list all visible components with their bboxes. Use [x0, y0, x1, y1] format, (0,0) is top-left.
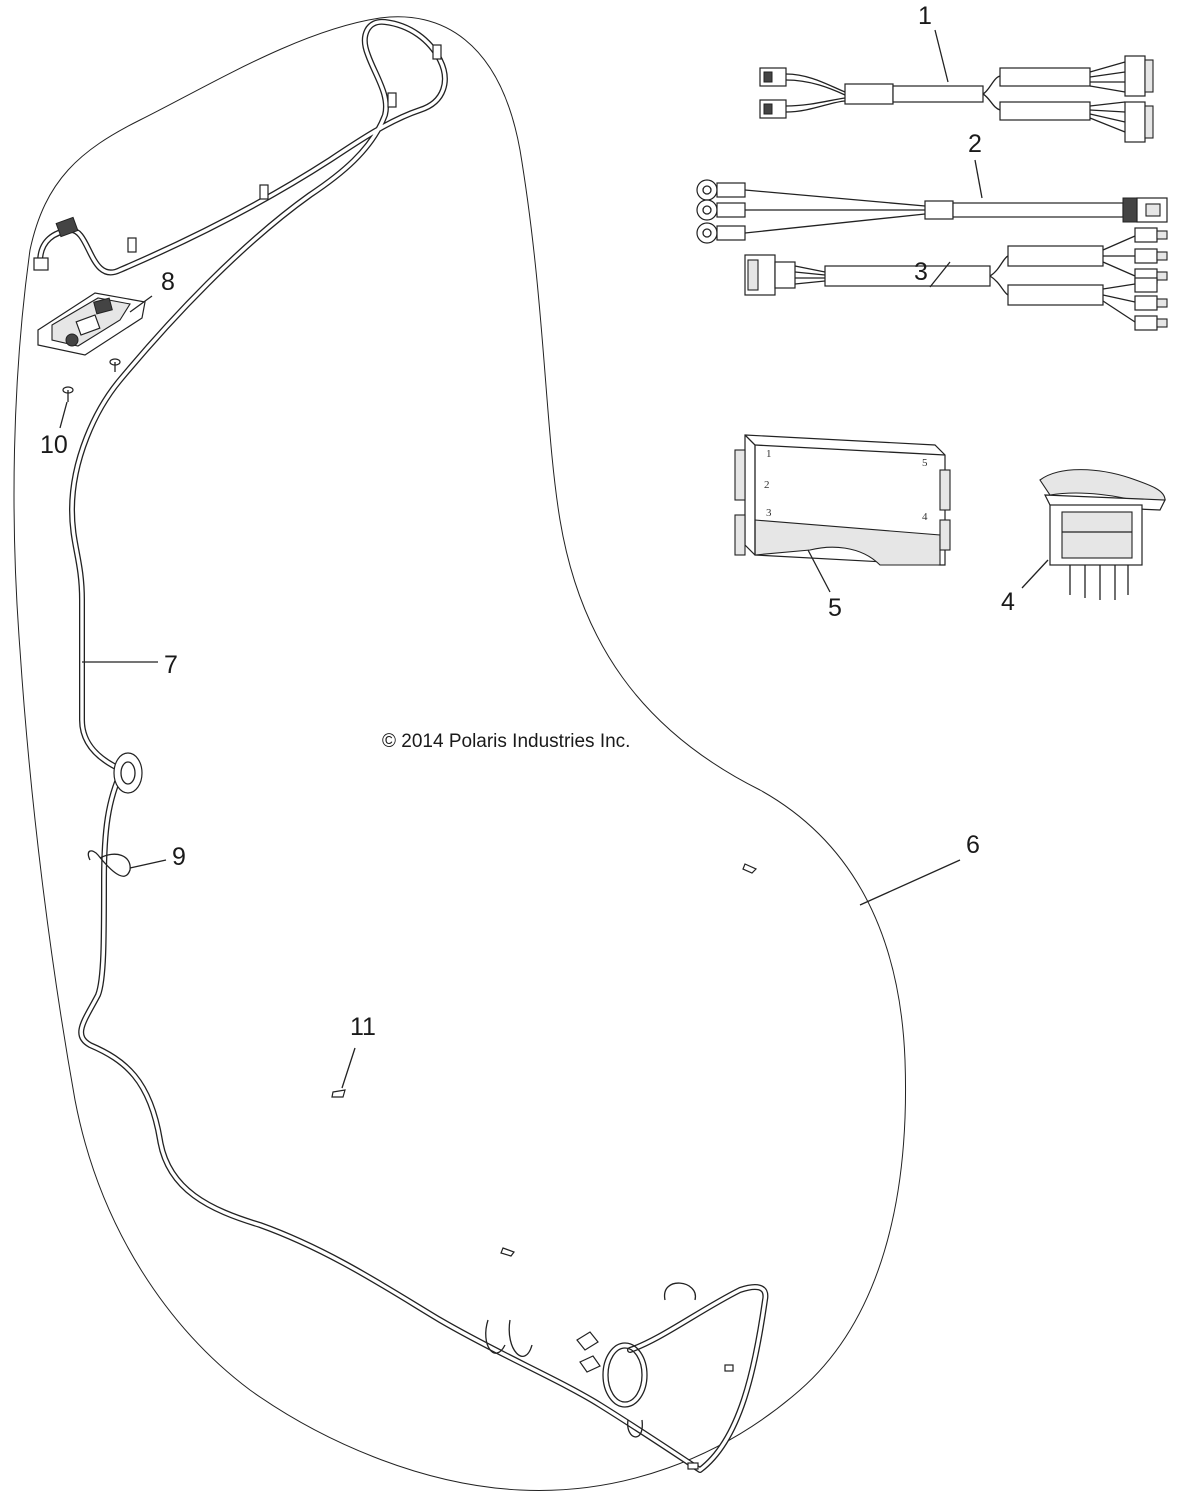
part-11-clip: [331, 1089, 346, 1098]
callout-10: 10: [40, 431, 68, 459]
copyright-notice: © 2014 Polaris Industries Inc.: [382, 731, 631, 752]
grommet: [113, 752, 143, 794]
callout-7: 7: [164, 651, 178, 679]
part-8-module: [37, 292, 146, 356]
part-3-harness: [744, 227, 1168, 331]
pin-label-1: 1: [766, 448, 772, 460]
leader-lines: [59, 29, 1049, 1089]
pin-label-3: 3: [766, 507, 772, 519]
part-7-harness: [33, 18, 769, 1473]
callout-2: 2: [968, 130, 982, 158]
callout-3: 3: [914, 258, 928, 286]
callout-6: 6: [966, 831, 980, 859]
callout-8: 8: [161, 268, 175, 296]
callout-1: 1: [918, 2, 932, 30]
part-6-outline: [13, 16, 906, 1491]
part-9-cable-tie: [87, 850, 131, 877]
part-2-harness: [696, 179, 1168, 244]
pin-label-5: 5: [922, 457, 928, 469]
part-10-screws: [62, 358, 121, 402]
pin-label-4: 4: [922, 511, 928, 523]
part-5-switch-housing: [734, 434, 951, 566]
part-4-rocker-switch: [1039, 469, 1166, 600]
callout-5: 5: [828, 594, 842, 622]
callout-4: 4: [1001, 588, 1015, 616]
callout-9: 9: [172, 843, 186, 871]
part-1-harness: [759, 55, 1154, 143]
callout-11: 11: [350, 1013, 376, 1041]
pin-label-2: 2: [764, 479, 770, 491]
